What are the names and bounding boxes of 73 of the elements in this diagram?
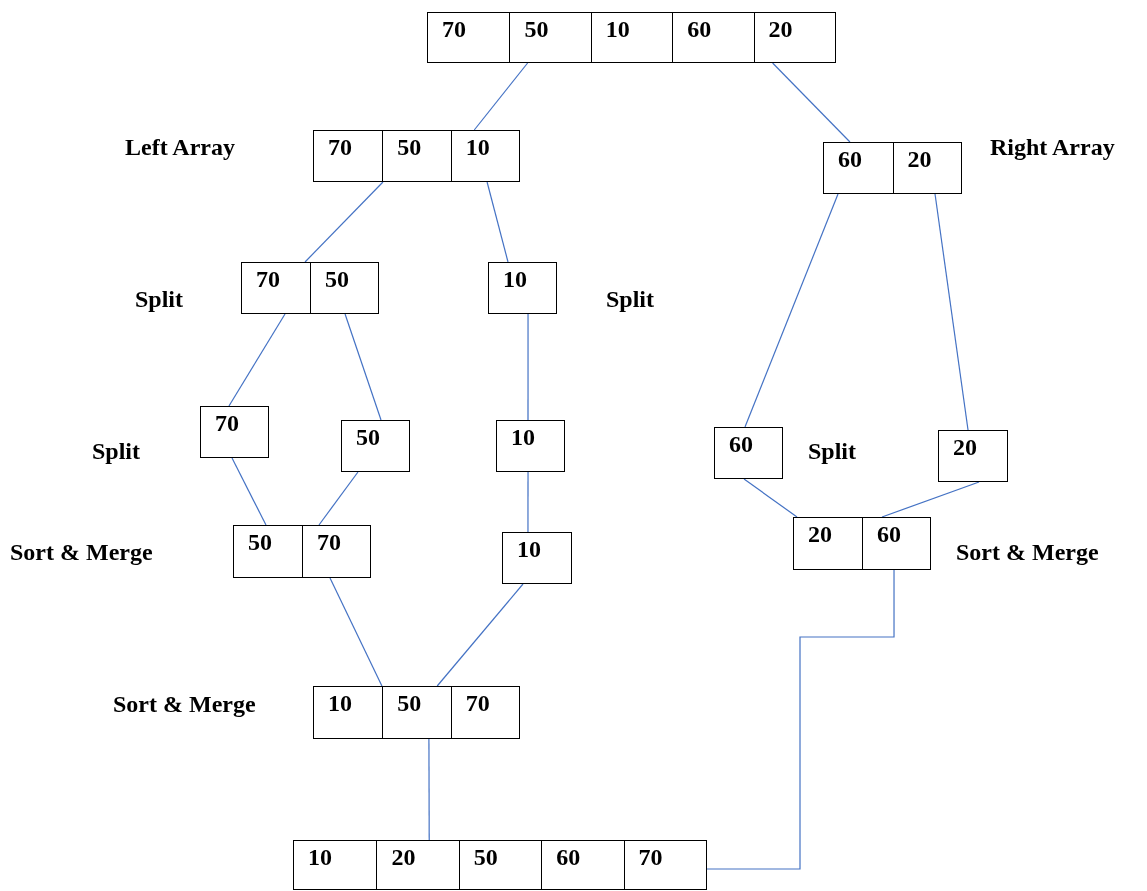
array-element: 50 — [355, 423, 381, 452]
array-box — [427, 12, 836, 63]
array-element: 70 — [255, 265, 281, 294]
array-element: 50 — [247, 528, 273, 557]
array-box — [341, 420, 410, 472]
array-box — [502, 532, 572, 584]
array-element: 70 — [623, 841, 706, 889]
step-label: Left Array — [125, 133, 235, 161]
connector-line — [304, 181, 384, 263]
array-element: 50 — [458, 841, 542, 889]
connector-line — [329, 577, 383, 687]
connector-line — [743, 478, 798, 518]
array-box — [496, 420, 565, 472]
array-element: 60 — [672, 13, 754, 62]
array-element: 70 — [450, 687, 519, 738]
connector-line — [881, 481, 980, 518]
array-element: 10 — [502, 265, 528, 294]
step-label: Split — [135, 285, 184, 313]
array-box — [714, 427, 783, 479]
connector-line — [772, 62, 851, 143]
step-label: Sort & Merge — [956, 538, 1099, 566]
connector-line — [527, 471, 529, 533]
array-element: 10 — [510, 423, 536, 452]
array-box — [313, 686, 520, 739]
array-box — [293, 840, 707, 890]
connector-line — [428, 738, 430, 841]
array-element: 50 — [382, 687, 451, 738]
step-label: Split — [808, 437, 857, 465]
array-box — [200, 406, 269, 458]
array-element: 50 — [382, 131, 451, 181]
connector-line — [436, 583, 524, 687]
connector-line — [527, 313, 529, 421]
array-element: 60 — [728, 430, 754, 459]
array-element: 20 — [376, 841, 459, 889]
array-element: 60 — [862, 518, 930, 569]
array-element: 20 — [807, 520, 833, 549]
array-element: 70 — [441, 15, 467, 44]
array-element: 10 — [327, 689, 353, 718]
array-box — [823, 142, 962, 194]
connector-line — [706, 569, 895, 870]
array-element: 50 — [509, 13, 591, 62]
array-box — [793, 517, 931, 570]
array-element: 10 — [516, 535, 542, 564]
array-element: 60 — [541, 841, 624, 889]
array-box — [488, 262, 557, 314]
array-element: 10 — [450, 131, 519, 181]
array-element: 20 — [892, 143, 961, 193]
connector-line — [473, 62, 529, 131]
array-box — [313, 130, 520, 182]
connector-line — [228, 313, 286, 407]
array-element: 70 — [302, 526, 370, 577]
step-label: Sort & Merge — [10, 538, 153, 566]
array-box — [938, 430, 1008, 482]
array-box — [233, 525, 371, 578]
array-element: 10 — [590, 13, 673, 62]
array-element: 10 — [307, 843, 333, 872]
array-element: 60 — [837, 145, 863, 174]
step-label: Split — [606, 285, 655, 313]
array-element: 70 — [214, 409, 240, 438]
array-element: 70 — [327, 133, 353, 162]
array-element: 20 — [952, 433, 978, 462]
connector-line — [744, 193, 839, 428]
connector-line — [231, 457, 267, 526]
step-label: Sort & Merge — [113, 690, 256, 718]
array-element: 50 — [310, 263, 378, 313]
step-label: Split — [92, 437, 141, 465]
connector-line — [934, 193, 969, 431]
array-element: 20 — [753, 13, 835, 62]
connector-line — [318, 471, 359, 526]
connector-line — [486, 181, 509, 263]
connector-line — [344, 313, 382, 421]
step-label: Right Array — [990, 133, 1115, 161]
array-box — [241, 262, 379, 314]
